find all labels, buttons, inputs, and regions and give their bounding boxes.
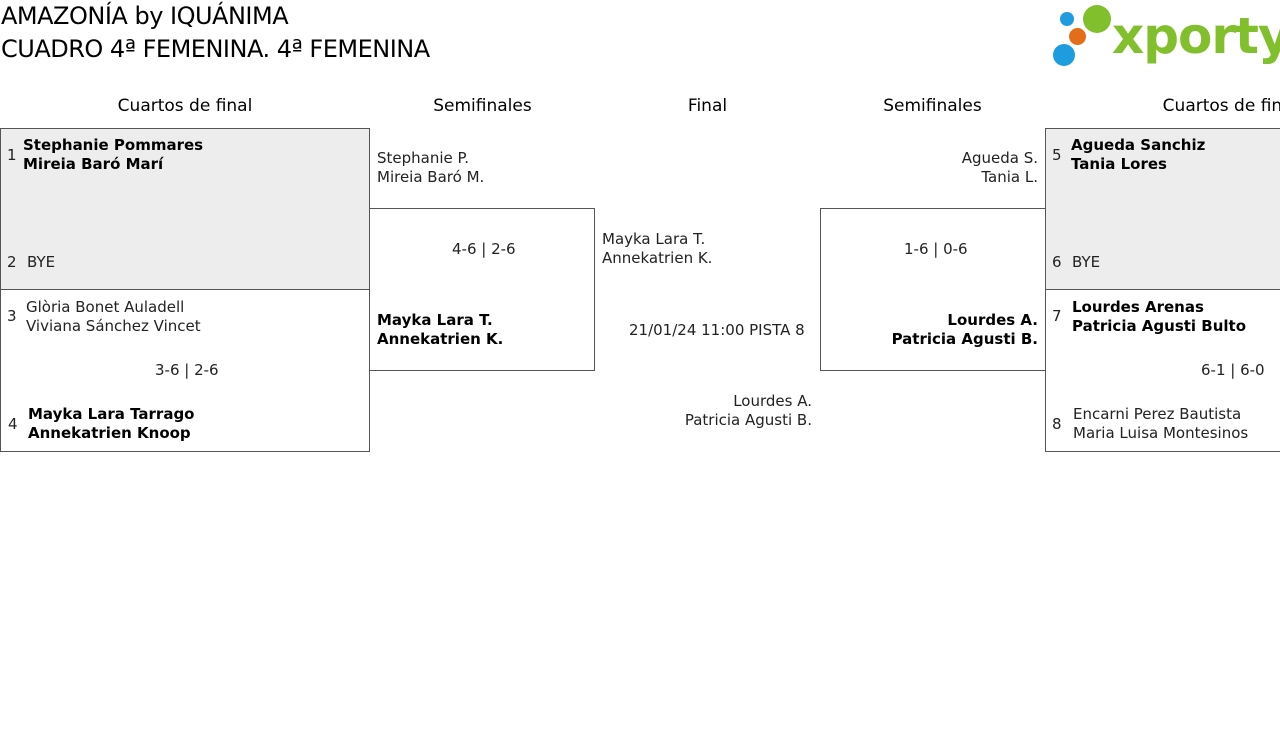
- player-name: Lourdes Arenas: [1072, 298, 1204, 316]
- xporty-logo: xporty: [1052, 4, 1280, 68]
- player-name: Stephanie P.: [377, 149, 469, 167]
- player-name: Lourdes A.: [733, 392, 812, 410]
- logo-dot-small-blue: [1060, 12, 1074, 26]
- player-name: Patricia Agusti B.: [891, 330, 1038, 348]
- seed-number: 4: [8, 415, 18, 433]
- final-schedule: 21/01/24 11:00 PISTA 8: [629, 321, 805, 339]
- seed-number: 3: [7, 307, 17, 325]
- player-name: Tania Lores: [1071, 155, 1167, 173]
- seed-number: 7: [1052, 307, 1062, 325]
- bye-label: BYE: [1072, 253, 1101, 271]
- round-header-left-quarters: Cuartos de final: [117, 96, 253, 116]
- player-name: Agueda S.: [961, 149, 1038, 167]
- round-header-final: Final: [687, 96, 728, 116]
- player-name: Mayka Lara T.: [377, 311, 493, 329]
- player-name: Encarni Perez Bautista: [1073, 405, 1242, 423]
- seed-number: 2: [7, 253, 17, 271]
- semifinal-match-left: [369, 208, 595, 371]
- player-name: Glòria Bonet Auladell: [26, 298, 185, 316]
- match-score: 6-1 | 6-0: [1201, 361, 1265, 379]
- quarterfinal-match-3: [1045, 128, 1280, 290]
- player-name: Mireia Baró Marí: [23, 155, 164, 173]
- logo-dot-green: [1083, 5, 1111, 33]
- quarterfinal-match-1: [0, 128, 370, 290]
- seed-number: 8: [1052, 415, 1062, 433]
- seed-number: 5: [1052, 146, 1062, 164]
- player-name: Viviana Sánchez Vincet: [26, 317, 201, 335]
- player-name: Agueda Sanchiz: [1071, 136, 1206, 154]
- player-name: Lourdes A.: [947, 311, 1038, 329]
- player-name: Stephanie Pommares: [23, 136, 204, 154]
- quarterfinal-match-4: [1045, 289, 1280, 452]
- player-name: Patricia Agusti B.: [684, 411, 812, 429]
- logo-dot-blue: [1053, 44, 1075, 66]
- match-score: 1-6 | 0-6: [904, 240, 968, 258]
- round-header-left-semis: Semifinales: [433, 96, 532, 116]
- player-name: Tania L.: [981, 168, 1038, 186]
- logo-dot-orange: [1069, 28, 1086, 45]
- match-score: 4-6 | 2-6: [452, 240, 516, 258]
- logo-wordmark: xporty: [1112, 7, 1280, 65]
- round-header-right-semis: Semifinales: [883, 96, 982, 116]
- match-score: 3-6 | 2-6: [155, 361, 219, 379]
- tournament-title: AMAZONÍA by IQUÁNIMA: [1, 2, 289, 30]
- seed-number: 1: [7, 146, 17, 164]
- player-name: Annekatrien Knoop: [28, 424, 191, 442]
- draw-title: CUADRO 4ª FEMENINA. 4ª FEMENINA: [1, 35, 430, 63]
- round-header-right-quarters: Cuartos de final: [1162, 96, 1280, 116]
- seed-number: 6: [1052, 253, 1062, 271]
- player-name: Mayka Lara T.: [602, 230, 706, 248]
- bye-label: BYE: [27, 253, 56, 271]
- player-name: Patricia Agusti Bulto: [1072, 317, 1247, 335]
- player-name: Mireia Baró M.: [377, 168, 485, 186]
- player-name: Mayka Lara Tarrago: [28, 405, 195, 423]
- player-name: Annekatrien K.: [377, 330, 504, 348]
- player-name: Annekatrien K.: [602, 249, 713, 267]
- player-name: Maria Luisa Montesinos: [1073, 424, 1249, 442]
